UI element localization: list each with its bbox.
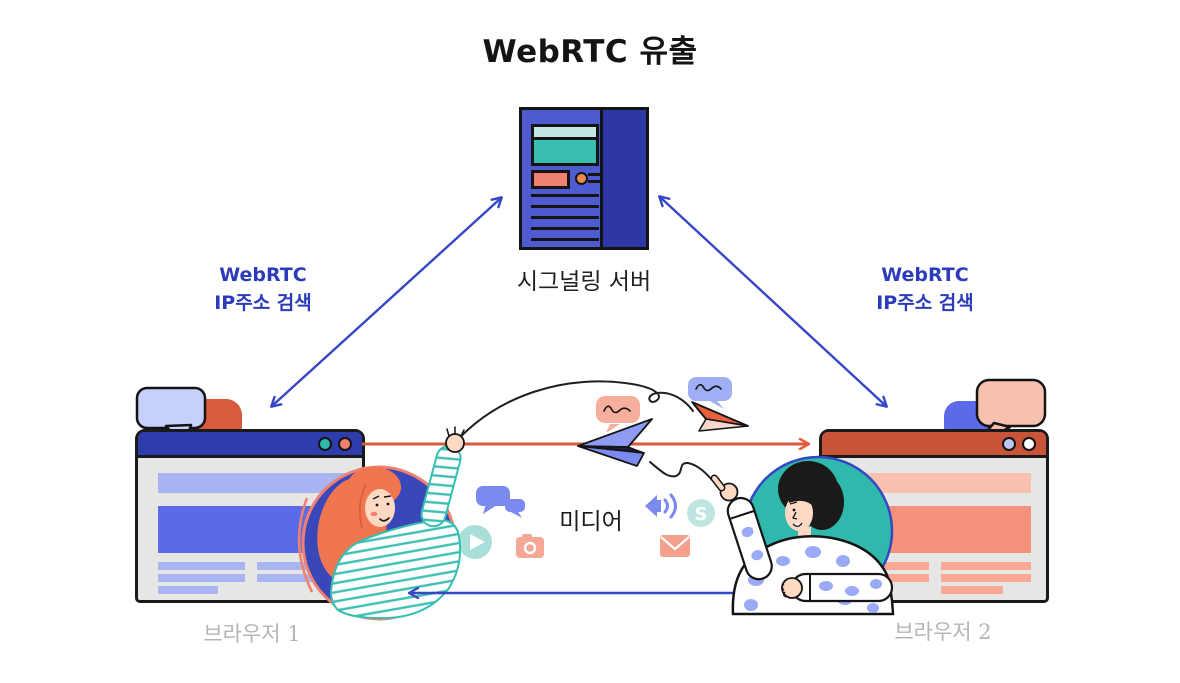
blue-paper-plane-icon	[577, 418, 653, 467]
paper-plane-path-doodle	[446, 380, 694, 453]
webrtc-ip-lookup-label-right: WebRTC IP주소 검색	[825, 261, 1025, 317]
person-2-illustration	[710, 455, 895, 616]
window-dot-periwinkle	[1002, 436, 1016, 451]
content-bar	[257, 574, 347, 582]
mail-icon	[660, 535, 690, 557]
server-vent-line	[531, 194, 599, 197]
window-dot-white	[1022, 436, 1036, 451]
server-vent-line	[531, 205, 599, 208]
man-resting-arm	[781, 572, 894, 603]
server-screen	[531, 124, 599, 166]
server-button	[531, 170, 570, 189]
camera-icon	[516, 534, 544, 558]
woman-hand	[445, 433, 465, 453]
diagram-title: WebRTC 유출	[482, 34, 698, 70]
media-label: 미디어	[559, 509, 623, 535]
salmon-scribble-bubble-icon	[596, 396, 640, 433]
content-bar	[842, 473, 1031, 493]
man-figure	[710, 461, 895, 616]
woman-figure	[317, 426, 465, 620]
content-bar	[842, 562, 929, 570]
chat-bubbles-icon	[476, 486, 525, 518]
blue-scribble-bubble-icon	[688, 377, 732, 409]
person-1-illustration	[297, 426, 465, 621]
orange-paper-plane-icon	[691, 401, 749, 432]
browser-2-caption: 브라우저 2	[894, 620, 992, 644]
signaling-server-illustration	[519, 107, 649, 250]
skype-icon: S	[687, 499, 715, 527]
content-bar	[158, 574, 245, 582]
server-screen-body	[534, 140, 596, 163]
server-dash	[588, 173, 600, 176]
paper-plane-path-doodle-2	[649, 461, 714, 482]
server-dash	[588, 180, 600, 183]
browser-1-titlebar	[138, 432, 362, 458]
label-line: IP주소 검색	[876, 292, 974, 314]
window-dot-salmon	[338, 436, 352, 451]
label-line: WebRTC	[881, 264, 969, 286]
server-screen-header	[534, 127, 596, 140]
signaling-server-label: 시그널링 서버	[516, 269, 652, 295]
browser2-server-arrow	[658, 195, 888, 408]
server-led	[575, 172, 588, 185]
server-side-panel	[600, 110, 646, 247]
man-raised-arm	[726, 496, 773, 581]
content-bar	[158, 473, 347, 493]
webrtc-ip-lookup-label-left: WebRTC IP주소 검색	[163, 261, 363, 317]
play-icon	[458, 525, 492, 559]
content-bar	[941, 562, 1031, 570]
speaker-icon	[645, 493, 677, 519]
server-vent-line	[531, 216, 599, 219]
motion-arc	[297, 497, 314, 593]
label-line: IP주소 검색	[214, 292, 312, 314]
label-line: WebRTC	[219, 264, 307, 286]
skype-letter: S	[695, 504, 708, 525]
window-dot-teal	[318, 436, 332, 451]
content-bar	[941, 586, 1003, 594]
content-bar	[158, 586, 218, 594]
content-bar	[941, 574, 1031, 582]
browser1-server-arrow	[270, 196, 503, 408]
browser-2-titlebar	[822, 432, 1046, 458]
server-vent-line	[531, 227, 599, 230]
server-vent-line	[531, 238, 599, 241]
browser-1-caption: 브라우저 1	[203, 622, 301, 646]
content-bar	[158, 562, 245, 570]
media-icons: S	[458, 486, 715, 559]
